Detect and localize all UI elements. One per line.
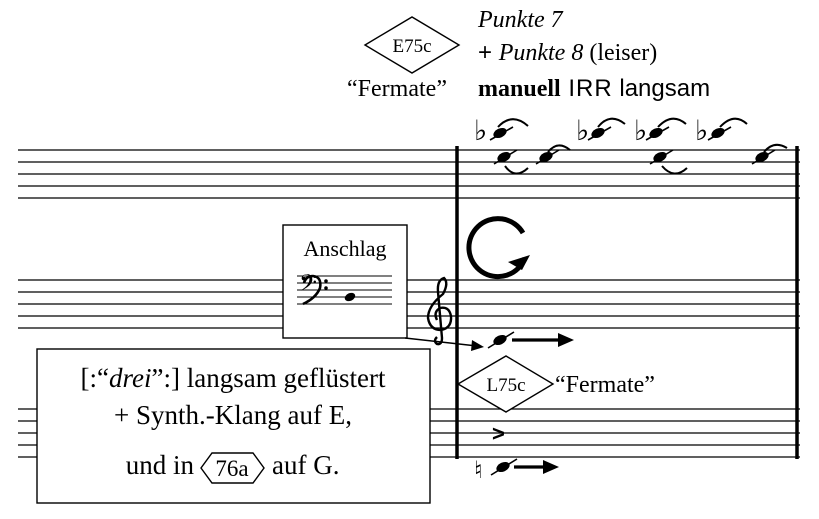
marker-76a: 76a	[215, 456, 248, 481]
anschlag-title: Anschlag	[303, 236, 386, 261]
line3-rest: langsam	[613, 75, 710, 102]
note-group-6	[751, 143, 788, 165]
flat-sign: ♭	[474, 116, 487, 147]
instruction-line2: + Synth.-Klang auf E,	[114, 400, 352, 430]
arrow-line	[404, 337, 484, 351]
note-group-2	[535, 144, 571, 165]
line2-suffix: (leiser)	[583, 40, 657, 66]
top-text-line3: manuell IRR langsam	[478, 75, 710, 102]
anschlag-box: Anschlag 𝄢	[282, 224, 408, 339]
staff-middle	[18, 279, 800, 329]
top-fermate-caption: “Fermate”	[347, 76, 447, 102]
note-group-4: ♭	[634, 116, 688, 175]
rotate-arrow-icon	[466, 216, 530, 280]
flat-sign: ♭	[695, 116, 708, 147]
staff-top	[18, 149, 800, 199]
repeat-open: [:“	[81, 363, 109, 393]
diamond-frame	[363, 16, 461, 74]
top-text-line1: Punkte 7	[477, 7, 564, 33]
note-group-1: ♭	[474, 116, 529, 175]
repeat-close: ”:]	[152, 363, 180, 393]
instruction-line3-suffix: auf G.	[272, 450, 339, 480]
bass-clef: 𝄢	[299, 271, 317, 302]
instruction-line1: [:“drei”:] langsam geflüstert	[81, 363, 386, 393]
bottom-cue-marker: L75c	[456, 355, 555, 413]
diamond-frame	[456, 355, 555, 413]
top-text-line2: + Punkte 8 (leiser)	[478, 39, 657, 66]
cue-label: E75c	[392, 36, 431, 57]
natural-sign: ♮	[474, 458, 483, 484]
note-group-5: ♭	[695, 116, 748, 147]
flat-sign: ♭	[634, 116, 647, 147]
line2-italic: Punkte 8	[498, 40, 584, 66]
cue-label: L75c	[486, 375, 525, 396]
spoken-word: drei	[109, 363, 152, 393]
bottom-note: ♮	[474, 458, 559, 484]
accent-mark: >	[492, 421, 505, 446]
line3-mid: IRR	[561, 75, 613, 102]
middle-note	[487, 331, 574, 349]
top-cue-marker: E75c	[363, 16, 461, 74]
line2-prefix: +	[478, 39, 499, 66]
flat-sign: ♭	[576, 116, 589, 147]
line3-bold: manuell	[478, 76, 561, 102]
bottom-fermate-caption: “Fermate”	[555, 372, 655, 398]
line1-rest: langsam geflüstert	[180, 363, 386, 393]
note-group-3: ♭	[576, 116, 626, 147]
hexagon-marker	[200, 452, 265, 484]
treble-clef	[426, 276, 453, 346]
bass-note	[344, 292, 356, 302]
instruction-box: [:“drei”:] langsam geflüstert + Synth.-K…	[36, 348, 431, 504]
instruction-line3-prefix: und in	[126, 450, 195, 480]
